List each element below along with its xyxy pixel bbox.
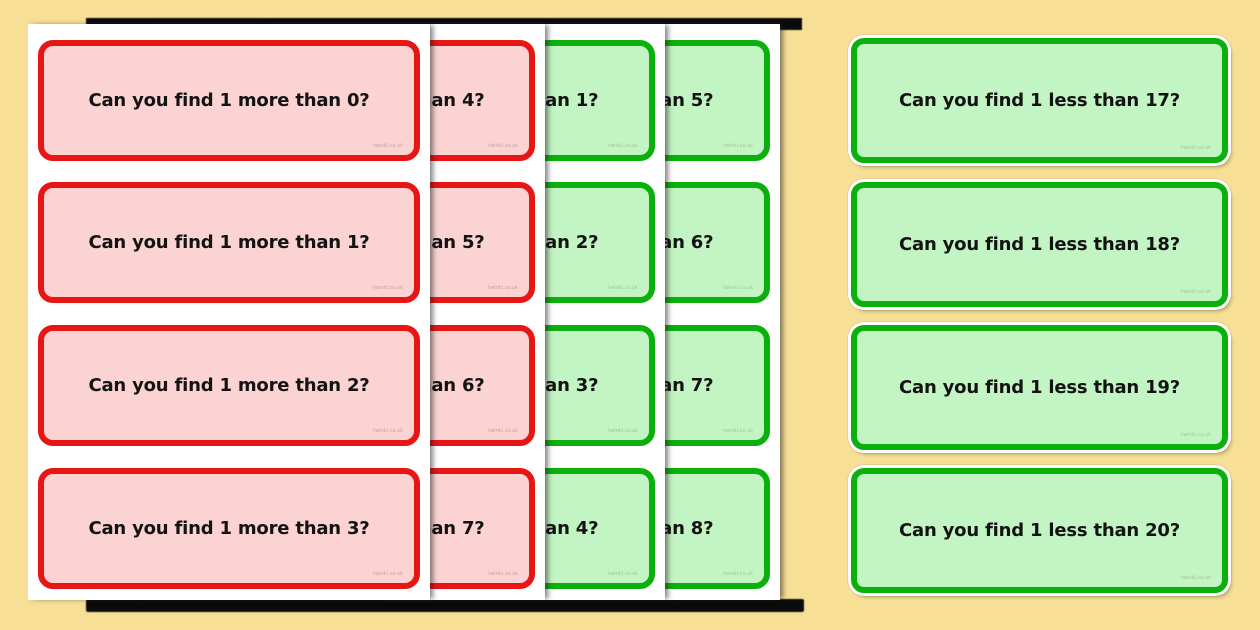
card-text: Can you find 1 less than 19? <box>899 377 1180 398</box>
watermark-text: twinkl.co.uk <box>723 143 753 149</box>
flashcard-less-than-20: Can you find 1 less than 20? twinkl.co.u… <box>851 468 1228 593</box>
watermark-text: twinkl.co.uk <box>723 285 753 291</box>
card-text: Can you find 1 less than 20? <box>899 520 1180 541</box>
watermark-text: twinkl.co.uk <box>608 428 638 434</box>
card-text: Can you find 1 more than 0? <box>88 90 370 111</box>
watermark-text: twinkl.co.uk <box>1181 432 1211 438</box>
page-stack-shadow-bottom <box>86 599 804 612</box>
watermark-text: twinkl.co.uk <box>488 143 518 149</box>
watermark-text: twinkl.co.uk <box>488 285 518 291</box>
watermark-text: twinkl.co.uk <box>608 143 638 149</box>
card-text: Can you find 1 less than 18? <box>899 234 1180 255</box>
flashcard-less-than-17: Can you find 1 less than 17? twinkl.co.u… <box>851 38 1228 163</box>
card-text: Can you find 1 more than 2? <box>88 375 370 396</box>
watermark-text: twinkl.co.uk <box>1181 289 1211 295</box>
watermark-text: twinkl.co.uk <box>723 571 753 577</box>
watermark-text: twinkl.co.uk <box>373 428 403 434</box>
watermark-text: twinkl.co.uk <box>608 571 638 577</box>
flashcard-more-than-0: Can you find 1 more than 0? twinkl.co.uk <box>38 40 420 161</box>
flashcard-page-more-than-0-3: Can you find 1 more than 0? twinkl.co.uk… <box>28 24 430 600</box>
watermark-text: twinkl.co.uk <box>608 285 638 291</box>
card-text: Can you find 1 more than 3? <box>88 518 370 539</box>
card-text: Can you find 1 less than 17? <box>899 90 1180 111</box>
watermark-text: twinkl.co.uk <box>488 571 518 577</box>
watermark-text: twinkl.co.uk <box>1181 145 1211 151</box>
watermark-text: twinkl.co.uk <box>373 143 403 149</box>
watermark-text: twinkl.co.uk <box>723 428 753 434</box>
card-text: Can you find 1 more than 1? <box>88 232 370 253</box>
flashcard-less-than-19: Can you find 1 less than 19? twinkl.co.u… <box>851 325 1228 450</box>
flashcard-more-than-1: Can you find 1 more than 1? twinkl.co.uk <box>38 182 420 303</box>
watermark-text: twinkl.co.uk <box>373 571 403 577</box>
flashcard-more-than-3: Can you find 1 more than 3? twinkl.co.uk <box>38 468 420 589</box>
watermark-text: twinkl.co.uk <box>1181 575 1211 581</box>
flashcard-more-than-2: Can you find 1 more than 2? twinkl.co.uk <box>38 325 420 446</box>
watermark-text: twinkl.co.uk <box>373 285 403 291</box>
flashcard-less-than-18: Can you find 1 less than 18? twinkl.co.u… <box>851 182 1228 307</box>
watermark-text: twinkl.co.uk <box>488 428 518 434</box>
